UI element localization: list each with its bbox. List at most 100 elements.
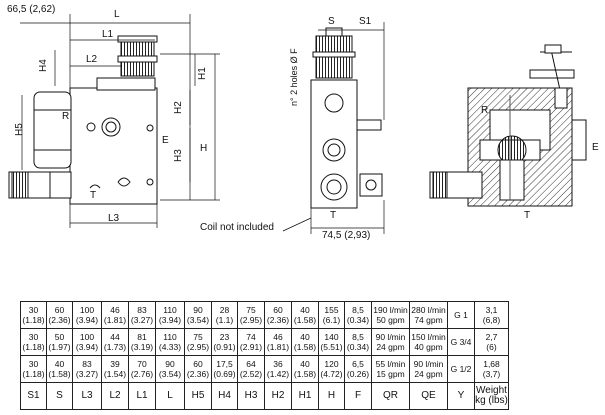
cell-line-1: 75	[246, 305, 256, 315]
table-cell: 28(1.1)	[211, 301, 238, 329]
cell-line-1: 110	[163, 305, 177, 315]
table-cell: 23(0.91)	[211, 328, 238, 356]
table-header-cell: L1	[128, 382, 156, 410]
cell-line-1: H	[327, 390, 336, 401]
table-cell: 90(3.54)	[184, 301, 212, 329]
cell-line-2: (3.19)	[130, 342, 154, 352]
cell-line-1: 100	[79, 332, 95, 342]
table-header-cell: H5	[184, 382, 212, 410]
cell-line-2: 15 gpm	[376, 369, 405, 379]
dim-l-label: L	[114, 9, 120, 20]
cell-line-2: (3.27)	[75, 369, 99, 379]
table-cell: 44(1.73)	[101, 328, 129, 356]
dim-s-label: S	[328, 16, 335, 27]
cell-line-1: 30	[28, 332, 39, 342]
table-cell: 110(4.33)	[155, 328, 185, 356]
table-header-cell: H1	[291, 382, 319, 410]
table-row: 30(1.18)50(1.97)100(3.94)44(1.73)81(3.19…	[20, 328, 509, 356]
cell-line-1: 28	[219, 305, 230, 315]
cell-line-1: 30	[28, 305, 39, 315]
cell-line-1: 190 l/min	[373, 305, 408, 315]
table-header-cell: L2	[101, 382, 129, 410]
cell-line-2: 50 gpm	[376, 315, 405, 325]
cell-line-2: 24 gpm	[376, 342, 405, 352]
cell-line-1: 46	[110, 305, 120, 315]
cell-line-2: (6,8)	[482, 315, 501, 325]
section-view	[429, 44, 587, 207]
table-cell: 39(1.54)	[101, 355, 129, 383]
cell-line-2: (2.36)	[48, 315, 71, 325]
cell-line-2: (0.34)	[346, 315, 370, 325]
coil-note: Coil not included	[200, 222, 274, 233]
cell-line-1: 44	[110, 332, 120, 342]
table-cell: 75(2.95)	[184, 328, 212, 356]
table-cell: 81(3.19)	[128, 328, 156, 356]
cell-line-1: 2,7	[485, 332, 498, 342]
cell-line-2: (0.69)	[213, 369, 236, 379]
table-cell: 64(2.52)	[237, 355, 265, 383]
cell-line-1: S1	[27, 390, 40, 401]
cell-line-1: 280 l/min	[411, 305, 446, 315]
table-cell: 50(1.97)	[46, 328, 73, 356]
table-cell: 6,5(0.26)	[344, 355, 372, 383]
dim-h2-label: H2	[173, 101, 184, 114]
table-header-cell: L3	[72, 382, 102, 410]
cell-line-2: 74 gpm	[414, 315, 443, 325]
holes-label: n° 2 holes Ø F	[289, 48, 299, 106]
cell-line-1: 39	[110, 359, 120, 369]
table-cell: 3,1(6,8)	[474, 301, 509, 329]
cell-line-1: G 3/4	[450, 337, 472, 347]
table-cell: 46(1.81)	[101, 301, 129, 329]
table-cell: 110(3.94)	[155, 301, 185, 329]
port-e-label-left: E	[162, 135, 169, 146]
table-cell: 83(3.27)	[128, 301, 156, 329]
table-cell: 2,7(6)	[474, 328, 509, 356]
dim-h5-label: H5	[14, 123, 25, 136]
cell-line-1: 64	[246, 359, 256, 369]
table-cell: 40(1.58)	[291, 328, 319, 356]
table-cell: 120(4.72)	[318, 355, 345, 383]
cell-line-2: (2.91)	[239, 342, 263, 352]
port-t-label-left: T	[90, 190, 96, 201]
cell-line-1: S	[56, 390, 63, 401]
cell-line-1: QR	[383, 390, 398, 401]
cell-line-1: H5	[191, 390, 205, 401]
cell-line-1: 6,5	[352, 359, 364, 369]
cell-line-1: 60	[193, 359, 203, 369]
cell-line-2: kg (lbs)	[475, 395, 508, 406]
table-header-cell: H4	[211, 382, 238, 410]
cell-line-1: 60	[273, 305, 283, 315]
dim-overall-label: 66,5 (2,62)	[7, 4, 55, 15]
side-dimensions	[282, 22, 385, 234]
table-cell: 155(6.1)	[318, 301, 345, 329]
dimensions-table: 30(1.18)60(2.36)100(3.94)46(1.81)83(3.27…	[20, 301, 509, 410]
table-header-cell: S1	[20, 382, 47, 410]
cell-line-1: H1	[298, 390, 312, 401]
side-view	[310, 27, 383, 209]
port-r-label-left: R	[62, 111, 69, 122]
table-cell: 40(1.58)	[291, 301, 319, 329]
cell-line-1: 81	[137, 332, 147, 342]
cell-line-2: (5.51)	[320, 342, 343, 352]
cell-line-1: Y	[457, 390, 465, 401]
cell-line-1: 83	[137, 305, 147, 315]
cell-line-1: 30	[28, 359, 39, 369]
cell-line-2: 40 gpm	[414, 342, 443, 352]
table-header-cell: L	[155, 382, 185, 410]
cell-line-2: (1.18)	[22, 342, 45, 352]
cell-line-1: 40	[300, 305, 310, 315]
dim-h4-label: H4	[38, 59, 49, 72]
cell-line-1: 17,5	[216, 359, 233, 369]
dim-h3-label: H3	[173, 149, 184, 162]
cell-line-1: Weight	[476, 385, 507, 396]
table-cell: 8,5(0.34)	[344, 328, 372, 356]
table-cell: G 1	[447, 301, 475, 329]
dim-l1-label: L1	[102, 29, 114, 40]
cell-line-1: 90	[193, 305, 203, 315]
cell-line-2: (1.54)	[103, 369, 127, 379]
